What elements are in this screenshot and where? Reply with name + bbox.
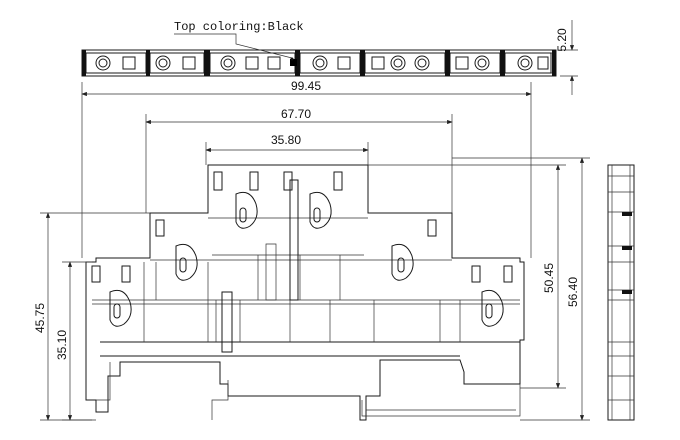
top-view-strip (81, 49, 557, 77)
terminal-block-profile (85, 164, 525, 421)
dimension-right-inner-height: 50.45 (368, 164, 566, 389)
black-color-marker (290, 59, 297, 66)
side-view (607, 164, 635, 421)
dimension-strip-height: 5.20 (555, 20, 578, 95)
dimension-middle-width: 67.70 (145, 107, 453, 213)
svg-text:45.75: 45.75 (33, 303, 47, 333)
svg-text:67.70: 67.70 (281, 107, 311, 121)
svg-text:99.45: 99.45 (291, 79, 321, 93)
svg-text:35.10: 35.10 (55, 330, 69, 360)
dimension-left-outer-height: 45.75 (33, 212, 150, 421)
dimension-overall-width: 99.45 (81, 79, 532, 258)
svg-text:50.45: 50.45 (542, 263, 556, 293)
svg-text:35.80: 35.80 (271, 133, 301, 147)
dimension-left-inner-height: 35.10 (55, 261, 92, 421)
dimension-right-outer-height: 56.40 (452, 157, 590, 421)
svg-text:5.20: 5.20 (555, 28, 569, 52)
top-coloring-note: Top coloring:Black (174, 20, 304, 34)
svg-text:56.40: 56.40 (566, 277, 580, 307)
dimension-top-width: 35.80 (205, 133, 369, 165)
